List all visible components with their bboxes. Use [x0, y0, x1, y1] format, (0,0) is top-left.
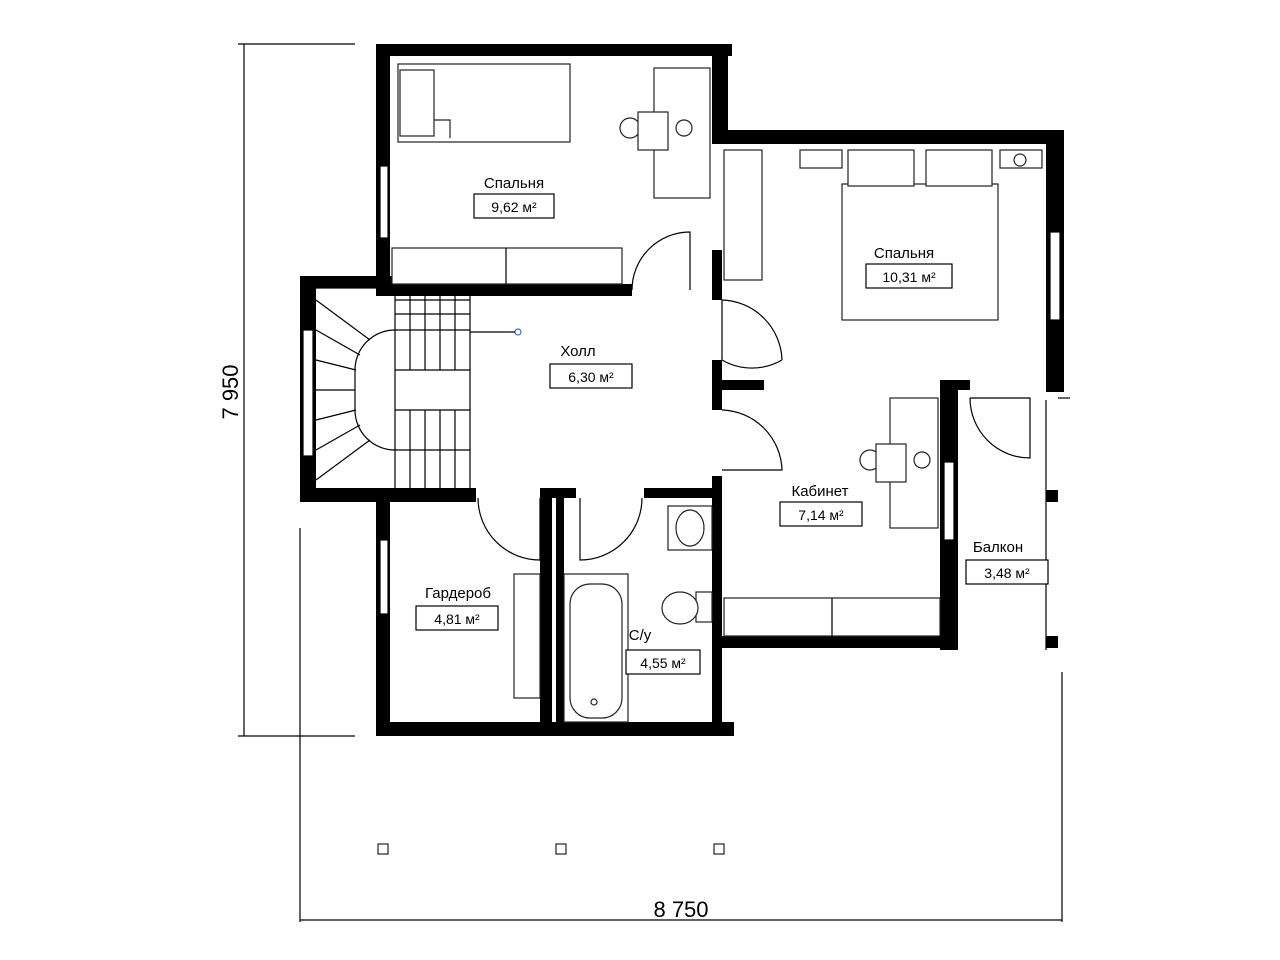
room-name: Кабинет — [791, 483, 848, 500]
window — [1049, 231, 1061, 321]
window — [302, 329, 314, 457]
furniture — [391, 63, 1043, 723]
post — [713, 843, 725, 855]
height-dimension-label: 7 950 — [218, 364, 243, 419]
window — [379, 539, 389, 615]
room-area: 3,48 м² — [984, 565, 1030, 581]
room-name: Спальня — [484, 175, 544, 192]
room-label-balcony: Балкон 3,48 м² — [965, 539, 1049, 585]
wardrobe — [391, 247, 623, 285]
post — [377, 843, 389, 855]
room-area: 10,31 м² — [882, 269, 936, 285]
room-area: 4,55 м² — [640, 655, 686, 671]
room-area: 4,81 м² — [434, 611, 480, 627]
bed — [841, 183, 999, 321]
post — [555, 843, 567, 855]
doors — [477, 231, 1031, 561]
staircase — [315, 288, 522, 488]
room-label-bathroom: С/у 4,55 м² — [625, 627, 701, 675]
room-area: 9,62 м² — [491, 199, 537, 215]
room-name: Балкон — [973, 539, 1023, 556]
room-name: Гардероб — [425, 585, 491, 602]
room-name: Спальня — [874, 245, 934, 262]
window — [943, 461, 955, 541]
room-name: Холл — [560, 343, 595, 360]
room-label-hall: Холл 6,30 м² — [549, 343, 633, 389]
porch-posts — [377, 843, 725, 855]
width-dimension-label: 8 750 — [653, 897, 708, 922]
room-area: 6,30 м² — [568, 369, 614, 385]
windows — [302, 165, 1061, 615]
room-label-bedroom-1: Спальня 9,62 м² — [473, 175, 555, 219]
room-label-wardrobe: Гардероб 4,81 м² — [415, 585, 499, 631]
room-label-bedroom-2: Спальня 10,31 м² — [865, 245, 953, 289]
dimension-lines: 7 950 8 750 — [218, 43, 1070, 922]
room-area: 7,14 м² — [798, 507, 844, 523]
shelf — [513, 573, 541, 699]
window — [379, 165, 389, 239]
room-label-office: Кабинет 7,14 м² — [779, 483, 863, 527]
wardrobe — [723, 149, 763, 281]
room-name: С/у — [629, 627, 652, 644]
